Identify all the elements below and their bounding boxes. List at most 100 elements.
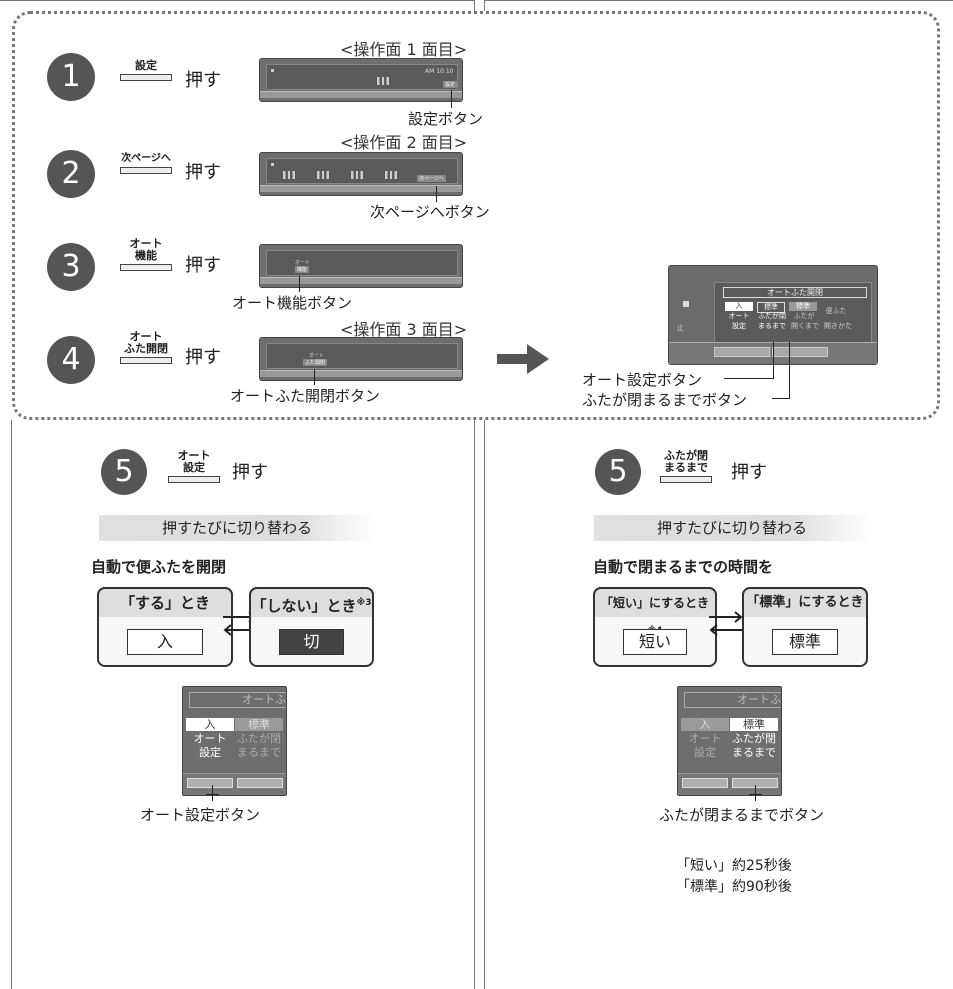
step-4-key-label: ふた開閉 [124, 342, 168, 355]
big-callout-hline-1 [724, 378, 774, 379]
right-thumb-buttons [678, 773, 781, 795]
panel-2-next: 次ページへ [417, 175, 446, 182]
right-state-short-box: 「短い」にするとき※4 短い [593, 587, 717, 667]
panel-4-lid: ふた開閉 [303, 359, 328, 366]
right-thumb-until: まるまで [732, 746, 776, 759]
step-4-press: 押す [185, 347, 221, 368]
big-callout-line-1 [773, 342, 774, 378]
right-state-standard-box: 「標準」にするとき 標準 [742, 587, 868, 667]
panel-1-strip [260, 91, 462, 98]
big-panel-cell-close: ふたが閉 [758, 312, 786, 320]
right-arrow-icon [497, 344, 549, 374]
big-callout-line-2 [789, 342, 790, 398]
step-3-number: 3 [47, 243, 95, 291]
right-state-short-label: 「短い」にするとき※4 [593, 587, 717, 636]
left-thumb-header: オートふ [189, 692, 286, 708]
right-key-cap [660, 476, 712, 483]
right-thumb-callout: ふたが閉まるまでボタン [659, 806, 825, 824]
right-state-short-value: 短い [623, 629, 687, 655]
big-panel-cell-on: 入 [725, 302, 753, 311]
step-2-callout: 次ページへボタン [370, 203, 490, 221]
right-thumb-callout-tick [749, 794, 762, 795]
panel-screen-2: 次ページへ [259, 152, 463, 196]
left-thumb-until: まるまで [237, 746, 281, 759]
right-thumb-close: ふたが閉 [732, 732, 776, 745]
big-panel-stop: 止 [677, 324, 684, 332]
left-state-on-value: 入 [127, 629, 203, 655]
left-state-off-label: 「しない」とき※3 [249, 587, 374, 617]
big-panel-cell-std: 標準 [757, 302, 785, 313]
panel-screen-4: オート ふた開閉 [259, 337, 463, 381]
step-2-callout-line [436, 186, 437, 202]
big-panel-cell-futaga: ふたが [793, 312, 815, 320]
panel-screen-3-display: オート 機能 [266, 250, 458, 276]
right-step-5-number: 5 [595, 449, 641, 495]
panel-1-led [271, 69, 274, 72]
right-description: 自動で閉まるまでの時間を [593, 558, 774, 576]
step-4-screen-title: <操作面 3 面目> [340, 320, 468, 339]
left-thumb-close-until-button[interactable] [237, 778, 283, 788]
panel-2-level-b [317, 171, 329, 179]
step-4-callout-line [314, 369, 315, 385]
panel-1-level [377, 77, 389, 85]
big-panel-cell-open: 開くまで [791, 322, 819, 330]
step-4-key: オート ふた開閉 [116, 331, 176, 364]
step-4-key-top: オート [129, 330, 163, 343]
left-thumb-on: 入 [186, 718, 234, 731]
step-2-key-label: 次ページへ [121, 153, 171, 164]
big-panel-display: オートふた開閉 入 標準 標準 便ふた オート ふたが閉 ふたが 設定 まるまで… [714, 282, 872, 344]
step-1-key-cap [120, 74, 172, 81]
step-3-key-top: オート [129, 237, 163, 250]
left-step-5-key: オート 設定 [164, 450, 224, 483]
right-thumb-auto: オート [688, 732, 722, 745]
left-thumb-auto: オート [193, 732, 227, 745]
step-3-key-cap [120, 264, 172, 271]
left-thumb-auto-setting-button[interactable] [187, 778, 233, 788]
left-state-on-box: 「する」とき 入 [97, 587, 233, 667]
big-panel-auto-setting-button[interactable] [714, 347, 770, 357]
left-toggle-band: 押すたびに切り替わる [99, 515, 375, 541]
step-2-key: 次ページへ [116, 153, 176, 174]
big-panel-cell-std2: 標準 [789, 302, 817, 311]
panel-1-clock: AM 10:10 [425, 68, 454, 75]
top-frame-line-left [0, 0, 475, 1]
left-state-off-value: 切 [279, 629, 344, 655]
step-1-callout: 設定ボタン [408, 110, 484, 128]
right-state-short-label-text: 「短い」にするとき [600, 596, 710, 610]
panel-screen-3: オート 機能 [259, 244, 463, 288]
left-thumb-buttons [183, 773, 286, 795]
right-step-5-key: ふたが閉 まるまで [654, 450, 718, 483]
big-panel-close-until-button[interactable] [772, 347, 828, 357]
right-note-standard: 「標準」約90秒後 [676, 879, 792, 895]
big-callout-close-until: ふたが閉まるまでボタン [582, 391, 748, 409]
step-1-press: 押す [185, 70, 221, 91]
step-4-callout: オートふた開閉ボタン [230, 387, 381, 405]
panel-2-level-a [283, 171, 295, 179]
step-3-key-label: 機能 [135, 249, 157, 262]
left-press: 押す [232, 462, 268, 483]
right-state-standard-value: 標準 [772, 629, 838, 655]
step-3-callout: オート機能ボタン [232, 294, 353, 312]
step-2-screen-title: <操作面 2 面目> [340, 133, 468, 152]
panel-screen-1-display: AM 10:10 設定 [266, 64, 458, 90]
panel-screen-2-display: 次ページへ [266, 158, 458, 184]
big-panel-header: オートふた開閉 [723, 287, 867, 298]
frame-left-edge [11, 420, 12, 989]
step-1-key-label: 設定 [135, 59, 157, 72]
big-panel-led [683, 301, 689, 307]
right-thumb-auto-setting-button[interactable] [682, 778, 728, 788]
step-1-key: 設定 [116, 60, 176, 81]
panel-2-level-c [351, 171, 363, 179]
right-state-standard-label: 「標準」にするとき [742, 587, 868, 617]
step-3-key: オート 機能 [116, 238, 176, 271]
left-key-cap [168, 476, 220, 483]
right-thumb-setting: 設定 [694, 746, 716, 759]
big-panel-cell-how: 開きかた [824, 322, 852, 330]
frame-divider-left-lower [474, 420, 475, 989]
big-callout-auto-setting: オート設定ボタン [582, 371, 703, 389]
panel-screen-4-display: オート ふた開閉 [266, 343, 458, 369]
right-key-top: ふたが閉 [664, 449, 708, 462]
step-1-screen-title: <操作面 1 面目> [340, 40, 468, 59]
right-thumbnail-panel: オートふ 入 標準 オート ふたが閉 設定 まるまで [677, 686, 782, 796]
left-key-top: オート [177, 449, 211, 462]
